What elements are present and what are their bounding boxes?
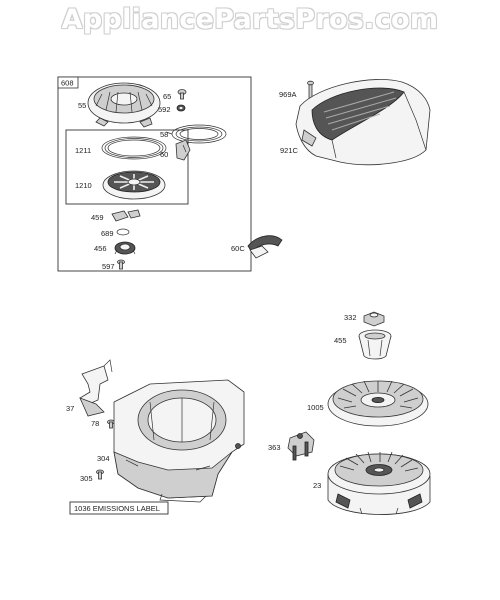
part-332-nut[interactable] xyxy=(363,311,385,327)
part-459-pawl[interactable] xyxy=(111,209,141,222)
label-58: 58 xyxy=(160,130,168,139)
label-78: 78 xyxy=(91,419,99,428)
part-921c-engine-cover[interactable] xyxy=(295,79,431,166)
part-55-starter-housing[interactable] xyxy=(87,82,161,128)
part-304-blower-housing[interactable] xyxy=(113,379,245,503)
part-78-screw[interactable] xyxy=(107,419,115,429)
kit-number: 608 xyxy=(61,79,74,88)
part-597-screw[interactable] xyxy=(117,259,125,270)
label-37: 37 xyxy=(66,404,74,413)
label-332: 332 xyxy=(344,313,357,322)
label-1211: 1211 xyxy=(75,146,91,155)
label-363: 363 xyxy=(268,443,281,452)
part-689-clip[interactable] xyxy=(116,228,130,236)
part-60c-starter-handle[interactable] xyxy=(247,235,283,259)
part-305-screw[interactable] xyxy=(96,469,104,480)
part-1211-rope[interactable] xyxy=(101,136,167,160)
sub-box-pulley xyxy=(65,129,189,205)
label-65: 65 xyxy=(163,92,171,101)
label-597: 597 xyxy=(102,262,115,271)
label-1005: 1005 xyxy=(307,403,324,412)
label-23: 23 xyxy=(313,481,321,490)
label-60c: 60C xyxy=(231,244,245,253)
emissions-label-text: 1036 EMISSIONS LABEL xyxy=(74,504,160,513)
label-456: 456 xyxy=(94,244,107,253)
part-456-retainer[interactable] xyxy=(114,241,136,255)
part-1005-blower-fan[interactable] xyxy=(327,380,429,427)
label-969a: 969A xyxy=(279,90,297,99)
part-1210-pulley[interactable] xyxy=(102,170,166,200)
label-689: 689 xyxy=(101,229,114,238)
label-459: 459 xyxy=(91,213,104,222)
watermark-logo: AppliancePartsPros.com xyxy=(61,4,439,35)
kit-number-tag xyxy=(57,76,79,89)
part-455-starter-cup[interactable] xyxy=(358,329,392,360)
label-455: 455 xyxy=(334,336,347,345)
emissions-label-box[interactable] xyxy=(69,501,169,515)
kit-box-608 xyxy=(57,76,252,272)
part-23-flywheel[interactable] xyxy=(327,451,431,515)
part-37-air-guide[interactable] xyxy=(79,359,113,417)
part-58-rewind-spring[interactable] xyxy=(165,124,227,144)
label-921c: 921C xyxy=(280,146,299,155)
label-1210: 1210 xyxy=(75,181,92,190)
part-363-armature[interactable] xyxy=(287,431,315,461)
label-60: 60 xyxy=(160,150,168,159)
label-592: 592 xyxy=(158,105,171,114)
label-305: 305 xyxy=(80,474,93,483)
part-65-screw[interactable] xyxy=(177,89,187,100)
label-304: 304 xyxy=(97,454,110,463)
part-60-starter-handle[interactable] xyxy=(175,139,191,161)
label-55: 55 xyxy=(78,101,86,110)
part-592-washer[interactable] xyxy=(176,104,186,112)
